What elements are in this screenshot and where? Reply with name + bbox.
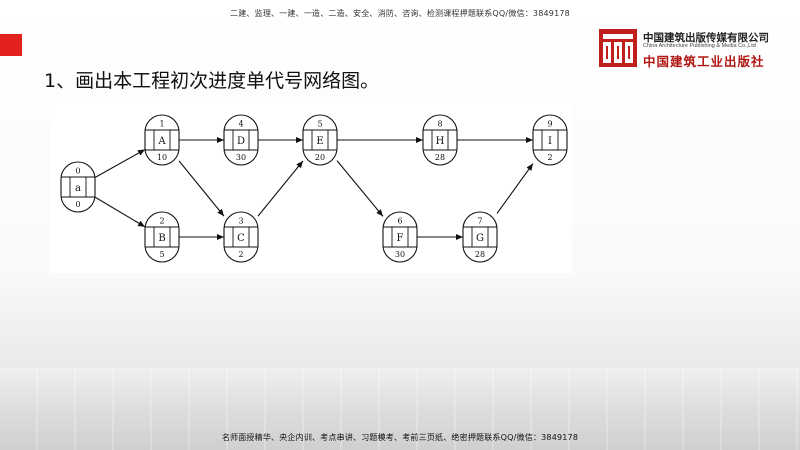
edge-3-5	[257, 160, 304, 217]
node-code: 6	[397, 217, 402, 226]
node-code: 7	[477, 217, 482, 226]
node-6: 6F 30	[382, 211, 418, 263]
title-accent-bar	[0, 34, 22, 56]
node-label: F	[397, 233, 404, 244]
node-label: B	[158, 233, 165, 244]
node-duration: 28	[435, 153, 445, 162]
node-label: a	[75, 183, 81, 194]
node-label: A	[157, 136, 166, 147]
edge-5-6	[336, 160, 384, 217]
node-7: 7G 28	[462, 211, 498, 263]
node-code: 5	[317, 120, 322, 129]
node-code: 1	[159, 120, 164, 129]
publisher-name-cn: 中国建筑出版传媒有限公司	[643, 32, 769, 44]
node-shape	[302, 114, 338, 166]
floor-background	[0, 368, 800, 450]
node-code: 2	[159, 217, 164, 226]
node-1: 1A 10	[144, 114, 180, 166]
node-duration: 0	[75, 200, 80, 209]
node-4: 4D 30	[223, 114, 259, 166]
node-duration: 20	[315, 153, 325, 162]
edges-layer	[94, 137, 534, 240]
node-duration: 2	[238, 250, 243, 259]
node-shape	[60, 161, 96, 213]
node-shape	[422, 114, 458, 166]
node-shape	[382, 211, 418, 263]
node-shape	[223, 211, 259, 263]
node-8: 8H 28	[422, 114, 458, 166]
node-duration: 2	[547, 153, 552, 162]
edge-0-2	[94, 196, 146, 228]
edge-0-1	[94, 149, 146, 178]
node-duration: 30	[395, 250, 405, 259]
node-2: 2B 5	[144, 211, 180, 263]
bottom-banner: 名师面授精华、央企内训、考点串讲、习题模考、考前三页纸、绝密押题联系QQ/微信：…	[221, 433, 579, 442]
node-shape	[223, 114, 259, 166]
page-title: 1、画出本工程初次进度单代号网络图。	[44, 70, 380, 92]
node-code: 9	[547, 120, 552, 129]
node-label: H	[436, 136, 445, 147]
node-label: C	[237, 233, 245, 244]
node-5: 5E 20	[302, 114, 338, 166]
publisher-logo: 中国建筑出版传媒有限公司 China Architecture Publishi…	[598, 28, 794, 69]
node-label: I	[548, 136, 552, 147]
node-shape	[144, 114, 180, 166]
publisher-name-script: 中国建筑工业出版社	[643, 54, 765, 69]
publisher-name-en: China Architecture Publishing & Media Co…	[643, 43, 756, 49]
node-shape	[144, 211, 180, 263]
node-label: E	[316, 136, 323, 147]
node-duration: 30	[236, 153, 246, 162]
node-code: 8	[437, 120, 442, 129]
publisher-emblem-icon	[599, 29, 637, 67]
node-code: 4	[238, 120, 243, 129]
node-9: 9I 2	[532, 114, 568, 166]
node-duration: 10	[157, 153, 167, 162]
edge-7-9	[496, 163, 534, 214]
node-code: 0	[75, 167, 80, 176]
node-label: G	[476, 233, 484, 244]
node-shape	[462, 211, 498, 263]
node-duration: 28	[475, 250, 485, 259]
node-label: D	[237, 136, 245, 147]
edge-1-3	[178, 160, 225, 217]
node-3: 3C 2	[223, 211, 259, 263]
node-duration: 5	[159, 250, 164, 259]
node-shape	[532, 114, 568, 166]
top-banner: 二建、监理、一建、一造、二造、安全、消防、咨询、检测课程押题联系QQ/微信：38…	[230, 9, 570, 18]
node-0: 0 a 0	[60, 161, 96, 213]
node-code: 3	[238, 217, 243, 226]
